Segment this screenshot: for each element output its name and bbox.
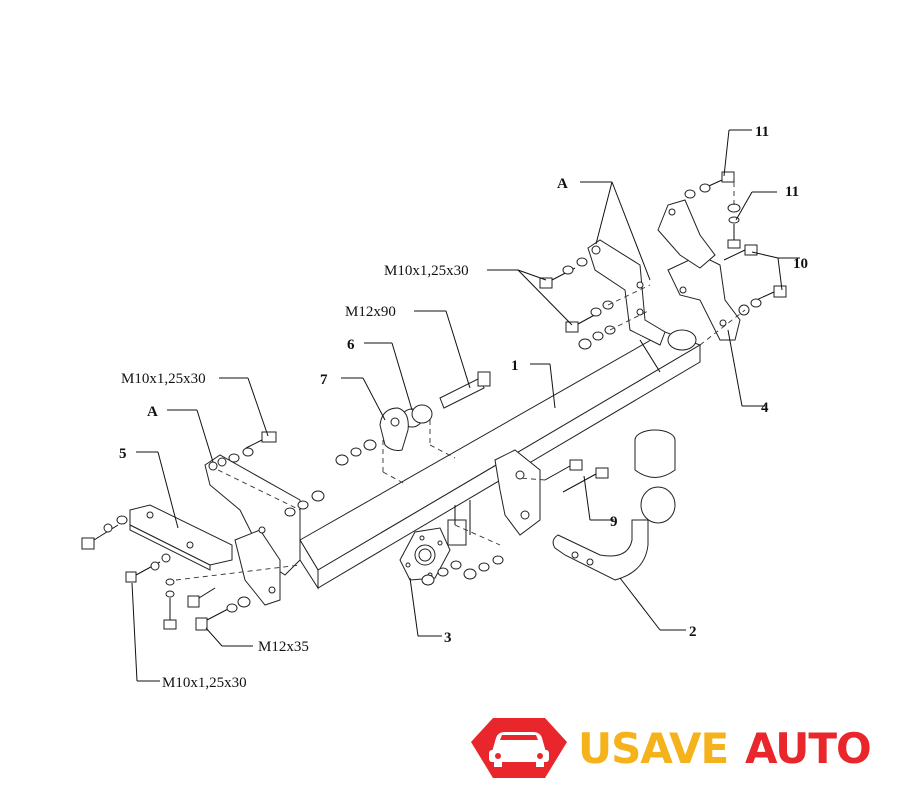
usaveauto-logo: USAVE AUTO — [471, 718, 872, 778]
callout-7: 7 — [320, 372, 328, 388]
callout-2: 2 — [689, 624, 697, 640]
ball-mount-bracket — [454, 449, 541, 536]
spec-bolt-top: M10x1,25x30 — [384, 263, 469, 279]
leader-lines — [131, 129, 800, 682]
callout-3: 3 — [444, 630, 452, 646]
callout-a-right: A — [557, 176, 568, 192]
spacer-part-7 — [379, 407, 409, 451]
bolt-group-left-side — [81, 515, 128, 550]
spec-bolt-m12x35: M12x35 — [258, 639, 309, 655]
callout-4: 4 — [761, 400, 769, 416]
callout-9: 9 — [610, 514, 618, 530]
callout-a-left: A — [147, 404, 158, 420]
assembly-guide-lines — [175, 175, 746, 581]
spec-bolt-m12x90: M12x90 — [345, 304, 396, 320]
nut-group-left-middle — [284, 490, 325, 517]
bolt-group-m12x35 — [187, 587, 251, 631]
nut-group-socket-plate — [421, 555, 504, 586]
bolt-m12x90 — [439, 371, 491, 409]
callout-labels: 11 11 10 4 A 1 6 7 A 5 9 3 2 M10x1,25x30… — [119, 124, 808, 691]
logo-word-usave: USAVE — [578, 724, 728, 773]
callout-10: 10 — [793, 256, 808, 272]
callout-11-top: 11 — [755, 124, 769, 140]
left-bracket-assembly — [129, 454, 301, 606]
bolt-group-left-lower — [125, 553, 177, 630]
tow-ball-part-2 — [552, 429, 676, 581]
right-bracket-assembly — [587, 199, 741, 346]
spec-bolt-left-bottom: M10x1,25x30 — [162, 675, 247, 691]
callout-1: 1 — [511, 358, 519, 374]
nut-group-crossbar-left — [335, 439, 377, 466]
car-icon — [489, 732, 549, 767]
bolt-group-part-9 — [544, 459, 609, 493]
callout-6: 6 — [347, 337, 355, 353]
logo-word-auto: AUTO — [745, 724, 871, 773]
callout-11-lower: 11 — [785, 184, 799, 200]
spec-bolt-left-top: M10x1,25x30 — [121, 371, 206, 387]
callout-5: 5 — [119, 446, 127, 462]
bolt-group-left-top — [217, 431, 277, 467]
